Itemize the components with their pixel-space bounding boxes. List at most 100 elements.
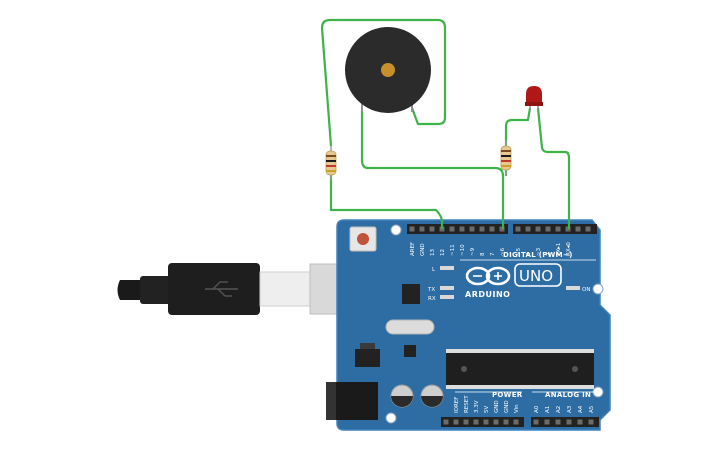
pin-label: ~6 [500, 247, 506, 256]
pin-label: ~10 [460, 244, 466, 256]
reset-button[interactable] [349, 226, 377, 252]
pin-hole[interactable] [479, 226, 485, 232]
pin-hole[interactable] [544, 419, 550, 425]
pin-label: 13 [430, 249, 436, 256]
mounting-hole [592, 283, 604, 295]
red-led[interactable] [525, 86, 543, 110]
pin-label: A2 [556, 406, 562, 413]
pin-hole[interactable] [419, 226, 425, 232]
pin-hole[interactable] [555, 226, 561, 232]
pin-label: TX▸1 [556, 243, 562, 257]
pin-label: A1 [545, 406, 551, 413]
pin-label: GND [494, 400, 500, 413]
analog-header [531, 417, 599, 427]
board-brand: ARDUINO [465, 290, 510, 299]
board-model: UNO [519, 267, 553, 285]
pin-label: RX◂0 [566, 242, 572, 256]
wire-pin8-to-buzzer[interactable] [360, 110, 505, 229]
pin-hole[interactable] [515, 226, 521, 232]
pin-label: ~5 [516, 247, 522, 256]
pin-label: 3.3V [474, 400, 480, 413]
analog-header-label: ANALOG IN [545, 391, 591, 399]
pin-hole[interactable] [545, 226, 551, 232]
dc-power-jack[interactable] [326, 382, 378, 420]
pin-hole[interactable] [575, 226, 581, 232]
wire-resistor-to-led[interactable] [504, 107, 532, 148]
buzzer-center [381, 63, 395, 77]
pin-label: 12 [440, 249, 446, 256]
pin-label: 4 [526, 252, 532, 256]
wire-gnd-to-buzzer[interactable] [329, 172, 444, 229]
pin-label: 5V [484, 406, 490, 413]
pin-hole[interactable] [588, 419, 594, 425]
pin-label: RESET [464, 395, 470, 413]
digital-header-left [407, 224, 508, 234]
resistor-left[interactable] [325, 146, 337, 180]
pin-hole[interactable] [459, 226, 465, 232]
digital-header-label: DIGITAL (PWM~) [503, 251, 573, 259]
pin-hole[interactable] [463, 419, 469, 425]
svg-text:RX: RX [428, 296, 436, 302]
pin-hole[interactable] [535, 226, 541, 232]
pin-label: 8 [480, 252, 486, 256]
pin-label: A4 [578, 405, 584, 413]
pin-hole[interactable] [429, 226, 435, 232]
pin-hole[interactable] [449, 226, 455, 232]
svg-text:ON: ON [582, 287, 590, 293]
capacitor [420, 384, 444, 408]
pin-label: IOREF [454, 397, 460, 413]
led-l-indicator: L [432, 266, 454, 273]
power-header [441, 417, 524, 427]
mounting-hole [390, 224, 402, 236]
pin-hole[interactable] [473, 419, 479, 425]
pin-label: A5 [589, 405, 595, 413]
power-pin-holes [443, 419, 519, 425]
wire-resistor-to-buzzer-top[interactable] [320, 18, 447, 147]
pin-hole[interactable] [493, 419, 499, 425]
piezo-buzzer[interactable] [345, 27, 431, 113]
led-body [526, 86, 542, 104]
pin-hole[interactable] [533, 419, 539, 425]
pin-hole[interactable] [443, 419, 449, 425]
usb-controller-chip [402, 284, 420, 304]
led-tx-indicator: TX [427, 286, 454, 293]
pin-hole[interactable] [469, 226, 475, 232]
pin-hole[interactable] [555, 419, 561, 425]
digital-header-right [513, 224, 597, 234]
mounting-hole [385, 412, 397, 424]
svg-text:TX: TX [427, 287, 435, 293]
pin-hole[interactable] [503, 419, 509, 425]
wire-led-to-pin2[interactable] [536, 107, 571, 229]
analog-pin-holes [533, 419, 594, 425]
pin-label: A0 [534, 405, 540, 413]
pin-hole[interactable] [489, 226, 495, 232]
led-rim [525, 102, 543, 106]
pin-label: ~3 [536, 247, 542, 256]
atmega-microcontroller [446, 349, 594, 389]
resistor-right[interactable] [500, 140, 512, 176]
pin-hole[interactable] [585, 226, 591, 232]
crystal-oscillator [385, 319, 435, 335]
wires [320, 18, 571, 229]
pin-hole[interactable] [566, 419, 572, 425]
usb-cable-metal-shell [259, 271, 311, 307]
usb-cable-tip [117, 280, 145, 300]
pin-hole[interactable] [525, 226, 531, 232]
pin-label: ~9 [470, 247, 476, 256]
pin-label: 7 [490, 252, 496, 256]
pin-label: 2 [546, 253, 552, 257]
capacitor [390, 384, 414, 408]
pin-hole[interactable] [453, 419, 459, 425]
uno-badge [514, 263, 562, 287]
pin-hole[interactable] [409, 226, 415, 232]
pin-hole[interactable] [483, 419, 489, 425]
infinity-icon [465, 266, 511, 286]
svg-text:L: L [432, 267, 436, 273]
pin-hole[interactable] [513, 419, 519, 425]
pin-label: Vin [514, 404, 520, 413]
pin-hole[interactable] [577, 419, 583, 425]
